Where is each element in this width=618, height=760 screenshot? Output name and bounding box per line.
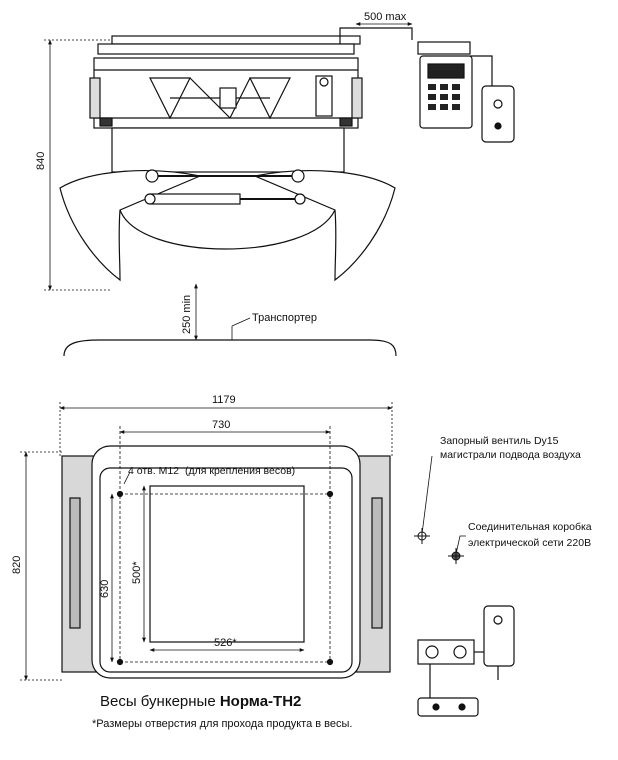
box-label-1: Соединительная коробка [468, 521, 592, 533]
control-panel-top [417, 605, 515, 717]
gate-left [59, 170, 203, 282]
dim-opening-width: 526* [214, 637, 237, 649]
valve-label-2: магистрали подвода воздуха [440, 449, 581, 461]
top-view [61, 445, 391, 679]
dim-clearance: 250 min [181, 295, 193, 334]
product-opening [149, 485, 305, 643]
pneumatic-cylinder [149, 193, 241, 205]
side-view [59, 27, 493, 357]
dim-control-offset: 500 max [364, 11, 407, 23]
caption-title: Весы бункерные Норма-ТН2 [100, 693, 301, 710]
box-label-2: электрической сети 220В [468, 537, 591, 549]
caption-prefix: Весы бункерные [100, 693, 220, 710]
bin-body [111, 127, 345, 173]
dim-width-total: 1179 [212, 394, 236, 406]
control-panel [417, 41, 515, 143]
junction-box-symbol [448, 548, 464, 564]
dim-frame-width: 730 [212, 419, 230, 431]
bolts-purpose: (для крепления весов) [185, 465, 295, 477]
conveyor [63, 339, 397, 357]
top-plate [111, 35, 361, 45]
bolts-label: 4 отв. М12 (для крепления весов) [128, 465, 295, 477]
valve-label-1: Запорный вентиль Dy15 [440, 435, 559, 447]
bolts-hole: 4 отв. М12 [128, 465, 179, 477]
panel-display [427, 63, 465, 79]
dim-opening-depth: 500* [131, 561, 143, 584]
junction-box [481, 85, 515, 143]
conveyor-label: Транспортер [252, 312, 317, 324]
side-dimensions [44, 22, 413, 341]
dim-depth-total: 820 [11, 556, 23, 574]
caption-model: Норма-ТН2 [219, 693, 302, 710]
top-dimensions [20, 402, 466, 681]
air-filter-unit [315, 75, 333, 117]
dim-frame-depth: 630 [99, 580, 111, 598]
valve-symbol [414, 528, 430, 544]
caption-footnote: *Размеры отверстия для прохода продукта … [92, 718, 353, 730]
dim-height-total: 840 [35, 152, 47, 170]
gate-right [252, 170, 396, 282]
